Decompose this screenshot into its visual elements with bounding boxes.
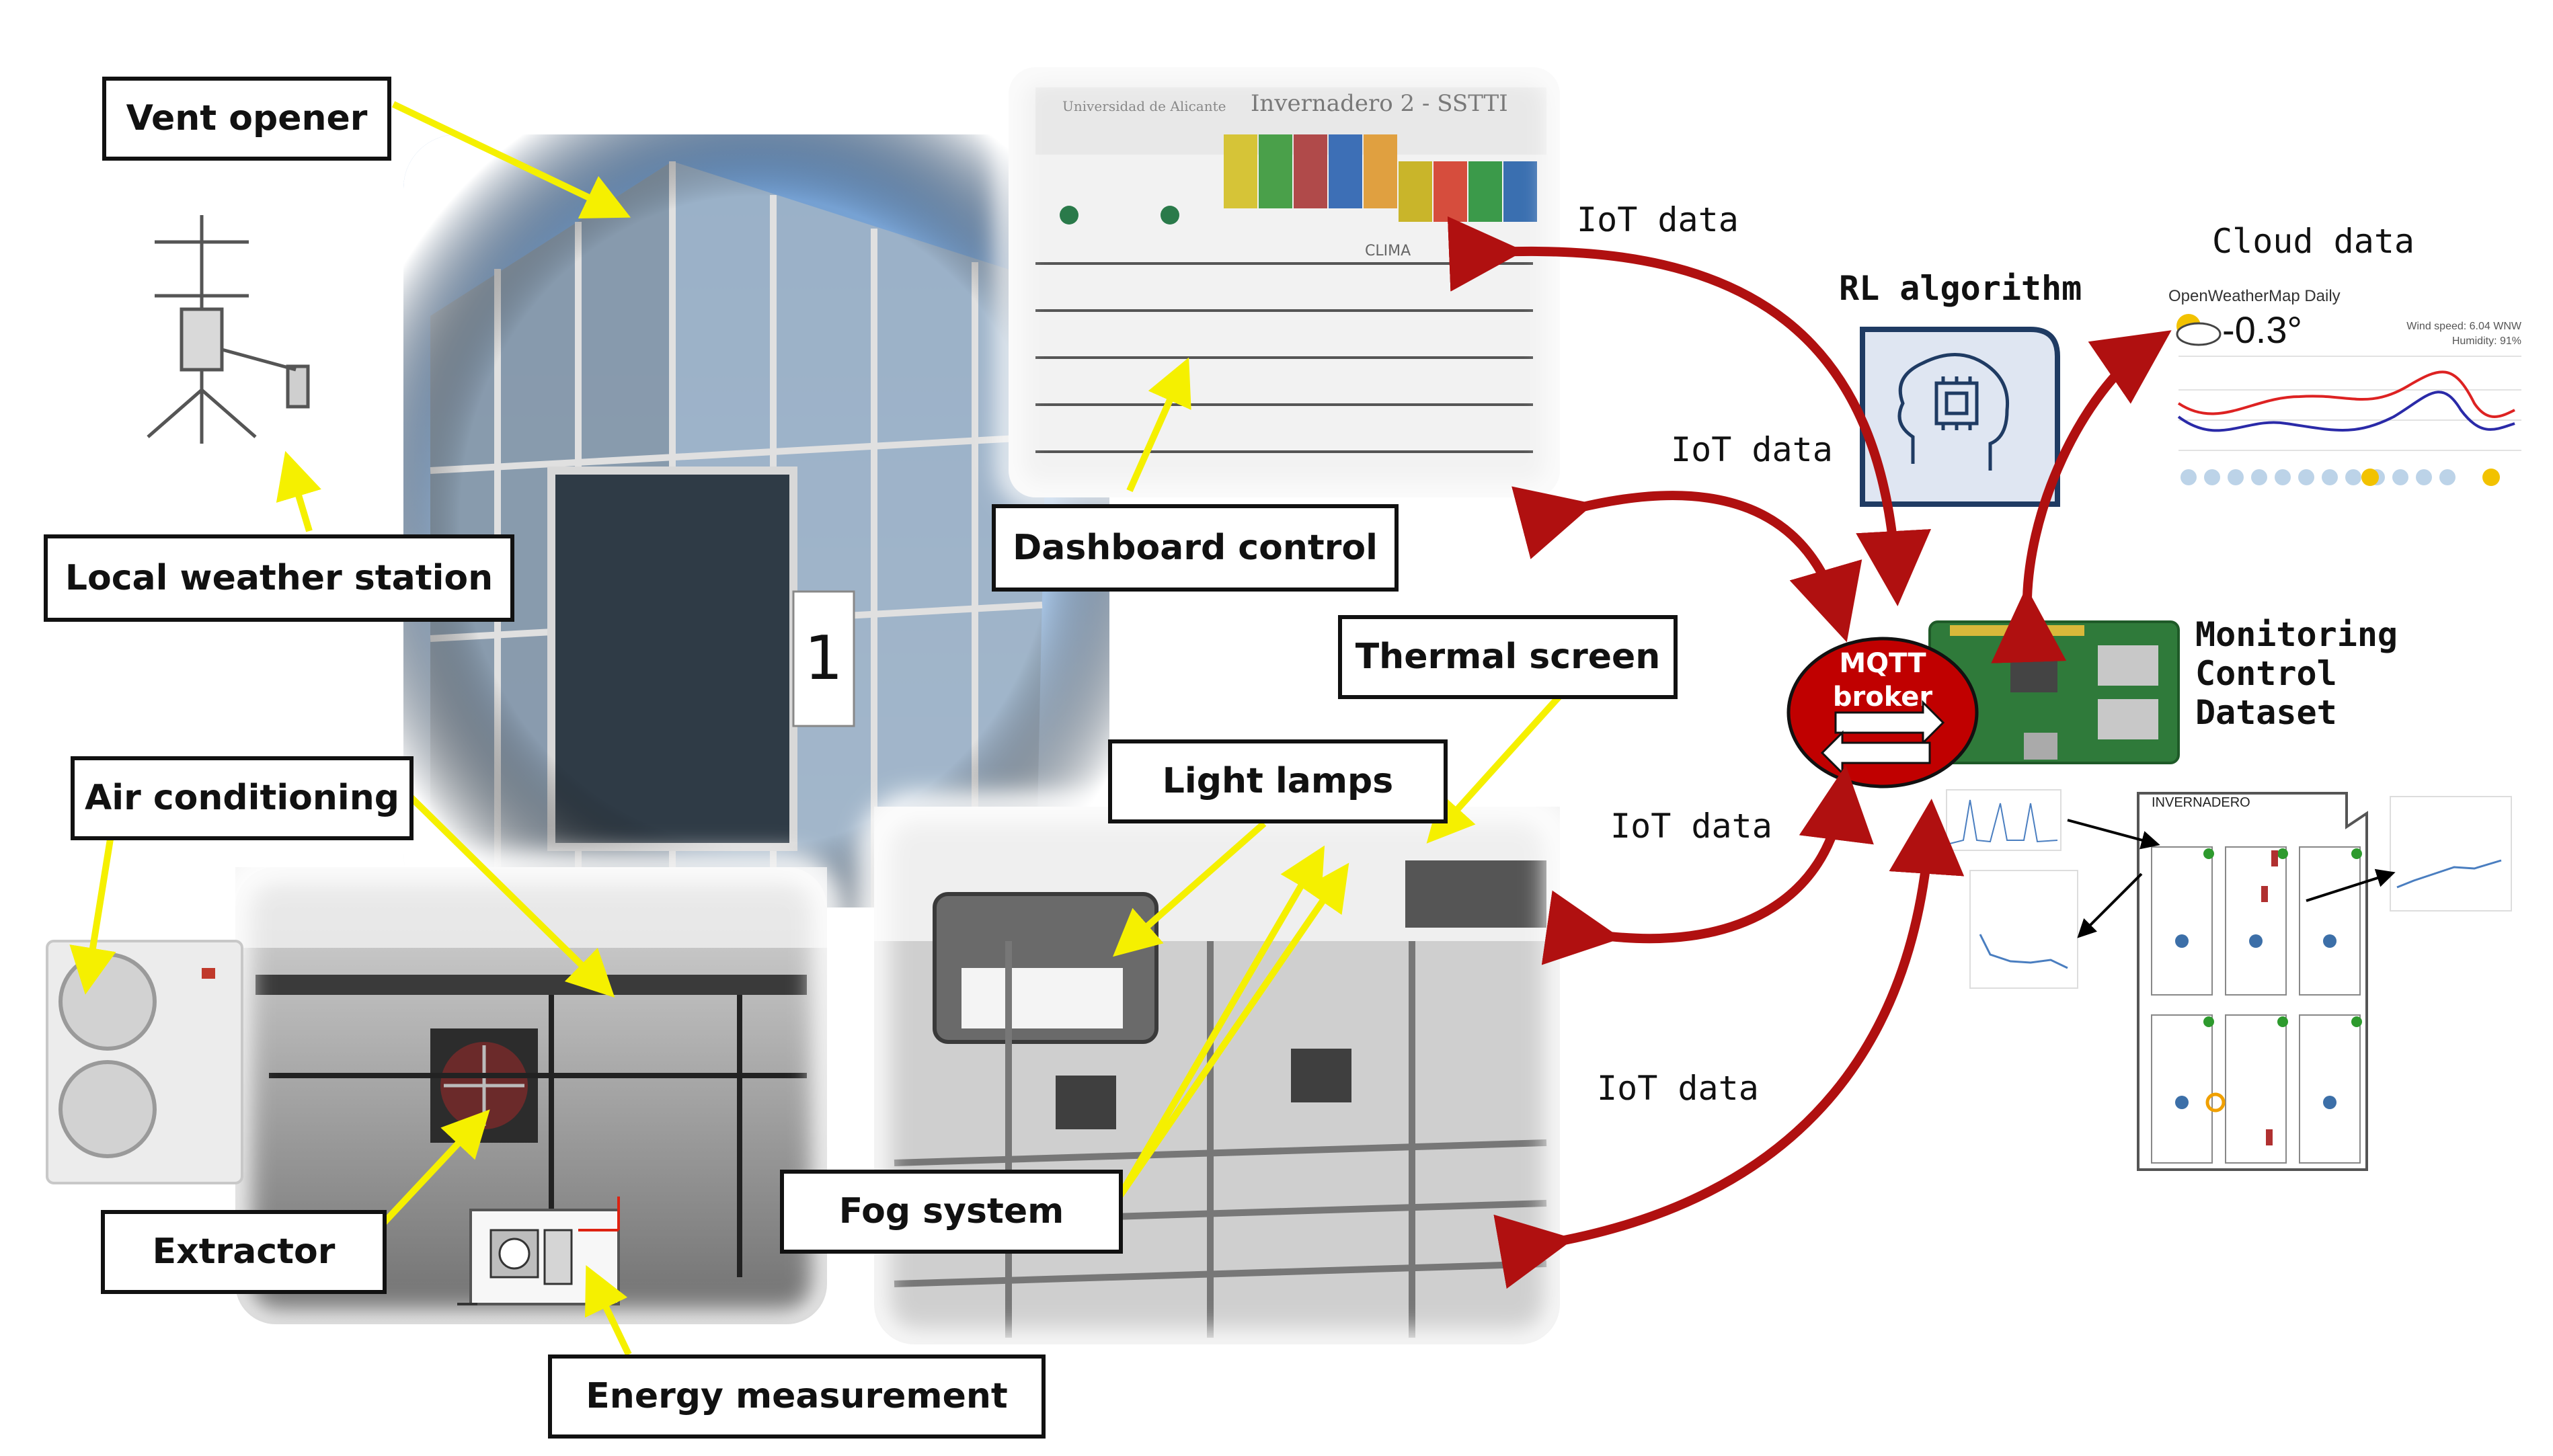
greenhouse-map: INVERNADERO [2137, 792, 2368, 1171]
pointer-lines [69, 101, 1563, 1357]
map-pointer-arrows [2067, 819, 2396, 938]
flow-label-cloud-data: Cloud data [2212, 222, 2415, 261]
monitoring-line1: Monitoring [2195, 615, 2398, 654]
mqtt-broker-node: MQTT broker [1786, 637, 1979, 788]
label-light-lamps: Light lamps [1108, 739, 1448, 823]
data-flow-arrows [1447, 216, 2172, 1289]
weather-widget-wind: Wind speed: 6.04 WNW [2406, 321, 2522, 332]
dashboard-panel-title: Invernadero 2 - SSTTI [1251, 90, 1508, 117]
dashboard-panel-university: Universidad de Alicante [1062, 98, 1226, 114]
greenhouse-photo: 1 [403, 134, 1109, 907]
label-energy-measurement: Energy measurement [548, 1354, 1046, 1439]
flow-label-iot-data-1: IoT data [1577, 200, 1739, 239]
label-local-weather-station: Local weather station [44, 534, 514, 622]
label-thermal-screen: Thermal screen [1338, 615, 1678, 699]
exchange-arrows-icon [1820, 700, 1945, 776]
weather-widget: OpenWeatherMap Daily -0.3° Wind speed: 6… [2158, 282, 2528, 504]
rl-algorithm-title: RL algorithm [1839, 269, 2082, 308]
mini-chart-2 [1969, 870, 2078, 989]
greenhouse-map-title: INVERNADERO [2152, 795, 2250, 810]
monitoring-line3: Dataset [2195, 693, 2337, 732]
weather-widget-humidity: Humidity: 91% [2452, 335, 2521, 347]
flow-label-iot-data-3: IoT data [1610, 807, 1772, 846]
broker-line2: broker [1833, 682, 1932, 713]
mini-chart-1 [1946, 789, 2061, 851]
monitoring-line2: Control [2195, 654, 2337, 693]
flow-label-iot-data-4: IoT data [1597, 1069, 1759, 1108]
label-vent-opener: Vent opener [102, 77, 391, 161]
label-dashboard-control: Dashboard control [992, 504, 1399, 592]
dashboard-panel-section: CLIMA [1365, 243, 1411, 259]
broker-line1: MQTT [1839, 648, 1926, 679]
dashboard-photo: Invernadero 2 - SSTTI Universidad de Ali… [998, 57, 1570, 508]
label-fog-system: Fog system [780, 1170, 1123, 1254]
flow-label-iot-data-2: IoT data [1671, 430, 1833, 469]
rl-algorithm-box [1860, 327, 2060, 507]
mini-chart-3 [2390, 796, 2512, 912]
weather-widget-temp: -0.3° [2222, 309, 2302, 351]
air-conditioner-image [46, 940, 243, 1184]
label-air-conditioning: Air conditioning [71, 756, 414, 840]
weather-station-image [147, 215, 310, 444]
partly-cloudy-icon [2176, 314, 2222, 346]
lamps-photo [861, 793, 1573, 1358]
weather-widget-title: OpenWeatherMap Daily [2168, 287, 2341, 305]
label-extractor: Extractor [101, 1210, 387, 1294]
